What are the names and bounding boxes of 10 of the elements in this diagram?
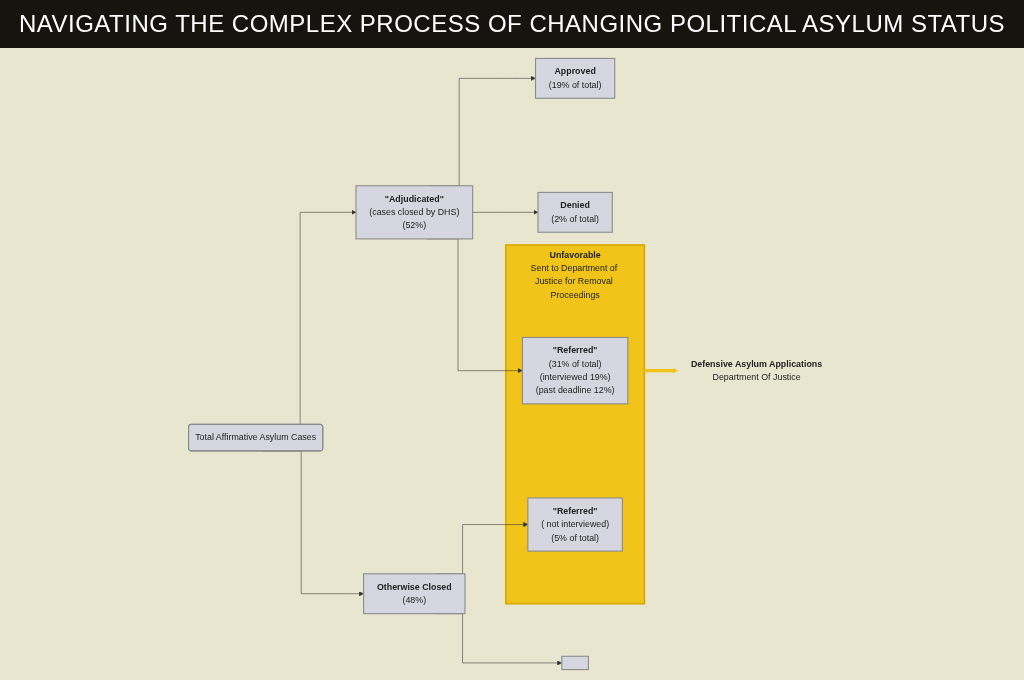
node-box: Denied (2% of total) (537, 191, 613, 233)
node-box: Approved (19% of total) (534, 57, 616, 99)
node-box (561, 655, 589, 671)
node-box: "Referred" (31% of total) (interviewed 19%) (past deadline 12%) (521, 336, 629, 405)
node-box: "Referred" ( not interviewed) (5% of total) (527, 497, 623, 552)
node-box: Otherwise Closed (48%) (363, 573, 466, 615)
node-text: Defensive Asylum Applications Department Of Justice (690, 359, 823, 382)
title: NAVIGATING THE COMPLEX PROCESS OF CHANGING POLITICAL ASYLUM STATUS (0, 0, 1024, 48)
node-box: "Adjudicated" (cases closed by DHS) (52%) (355, 185, 474, 240)
arrow (644, 368, 678, 374)
